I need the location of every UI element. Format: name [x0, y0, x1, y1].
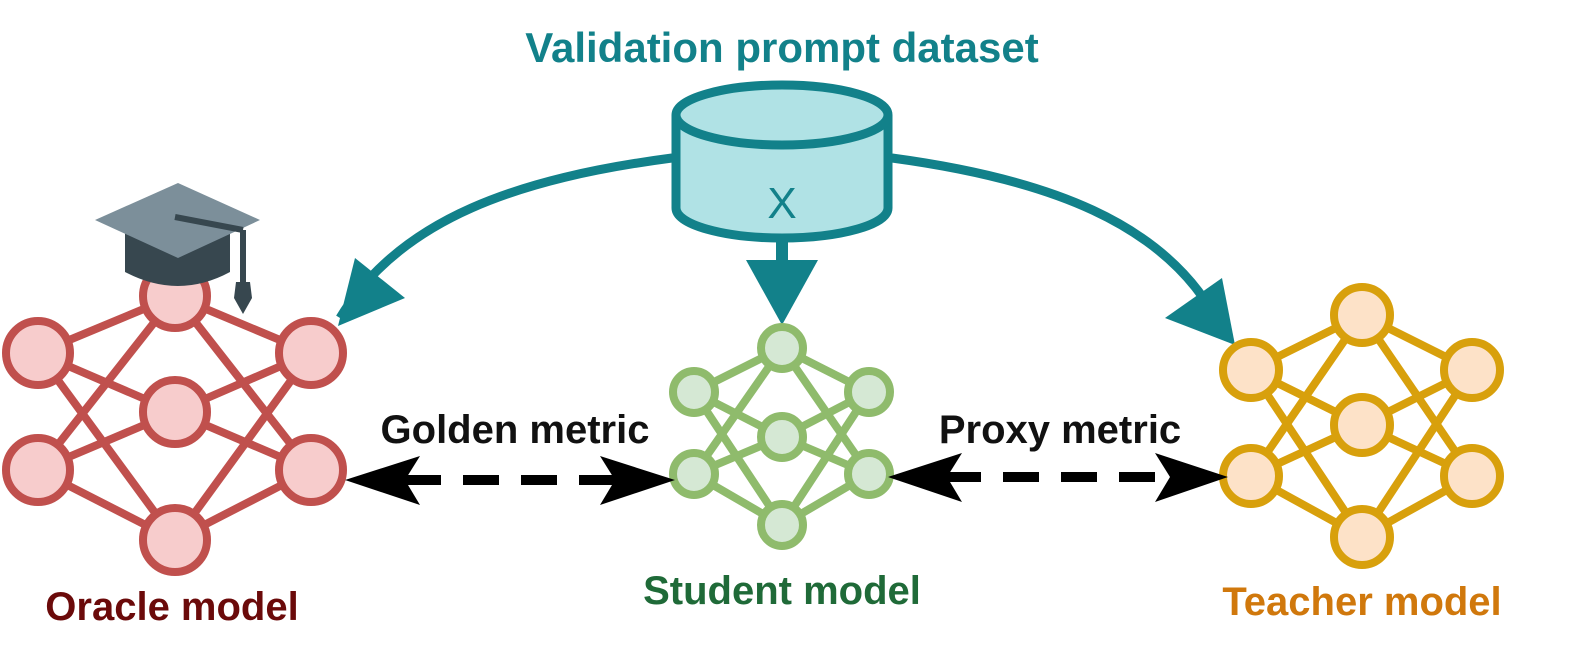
dataset-variable: X	[767, 179, 796, 228]
arrow-head-student	[746, 260, 818, 325]
proxy-metric-arrow	[888, 453, 1228, 502]
arrow-head-oracle	[338, 258, 405, 326]
graduation-cap-icon	[95, 183, 260, 314]
golden-metric-label: Golden metric	[381, 408, 650, 452]
teacher-network-icon	[1219, 283, 1504, 569]
student-model-label: Student model	[643, 569, 921, 613]
database-cylinder-icon	[671, 80, 893, 243]
teacher-model-label: Teacher model	[1222, 580, 1501, 624]
golden-metric-arrow	[345, 456, 675, 505]
oracle-network-icon	[2, 260, 347, 576]
oracle-model-label: Oracle model	[45, 585, 298, 629]
arrow-dataset-to-teacher	[891, 153, 1227, 332]
arrow-head-teacher	[1165, 278, 1235, 345]
proxy-metric-label: Proxy metric	[939, 408, 1181, 452]
dataset-title: Validation prompt dataset	[525, 24, 1038, 71]
student-network-icon	[669, 323, 894, 550]
